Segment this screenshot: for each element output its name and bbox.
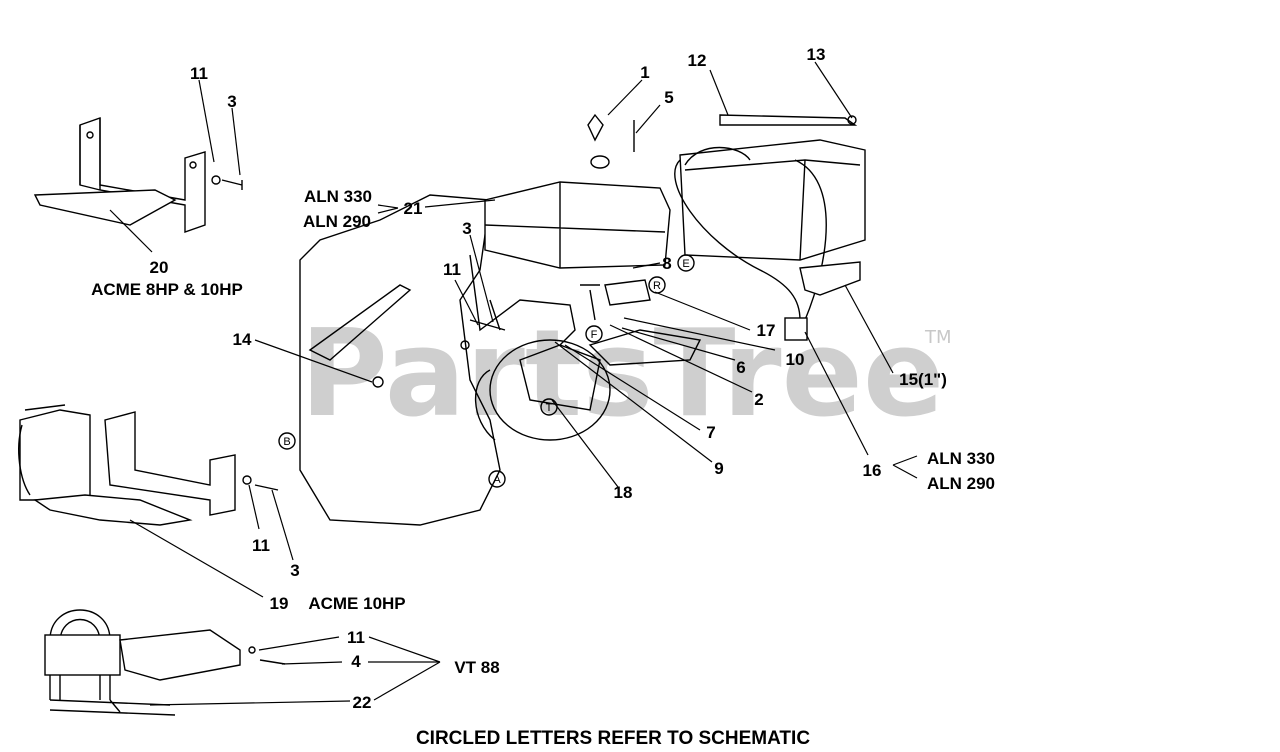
schematic-caption: CIRCLED LETTERS REFER TO SCHEMATIC: [416, 728, 810, 749]
engine-illustration: [299, 181, 702, 526]
callout-3-top: 3: [227, 92, 236, 111]
callout-11-top: 11: [190, 64, 208, 83]
callout-11-left: 11: [252, 536, 270, 555]
bracket-part-19-illustration: [18, 404, 279, 526]
note-vt88: VT 88: [454, 658, 499, 677]
svg-text:B: B: [283, 436, 290, 448]
callout-5: 5: [664, 88, 673, 107]
note-acme-8-10hp: ACME 8HP & 10HP: [91, 280, 243, 299]
callout-18: 18: [614, 483, 633, 502]
schematic-letter-E: E: [677, 254, 695, 272]
callout-10: 10: [786, 350, 805, 369]
note-acme-10hp: ACME 10HP: [308, 594, 405, 613]
note-aln330-top: ALN 330: [304, 187, 372, 206]
svg-text:R: R: [653, 280, 661, 292]
svg-text:T: T: [546, 402, 553, 414]
callout-7: 7: [706, 423, 715, 442]
callout-11-bottom: 11: [347, 628, 365, 647]
callout-19: 19: [270, 594, 289, 613]
callout-3-center: 3: [462, 219, 471, 238]
callout-1: 1: [640, 63, 649, 82]
callout-6: 6: [736, 358, 745, 377]
callout-8: 8: [662, 254, 671, 273]
callout-22: 22: [353, 693, 372, 712]
trademark: TM: [924, 327, 952, 348]
leader-lines: [109, 61, 918, 706]
svg-text:E: E: [682, 258, 689, 270]
callout-4: 4: [351, 652, 361, 671]
note-aln290-top: ALN 290: [303, 212, 371, 231]
frame-part-22-illustration: [44, 609, 286, 716]
callout-16: 16: [863, 461, 882, 480]
callout-20: 20: [150, 258, 169, 277]
svg-text:A: A: [493, 474, 501, 486]
callout-15: 15(1"): [899, 370, 947, 389]
callout-17: 17: [757, 321, 776, 340]
schematic-letter-A: A: [488, 470, 506, 488]
note-aln290-bottom: ALN 290: [927, 474, 995, 493]
bracket-part-20-illustration: [33, 117, 243, 233]
svg-text:F: F: [591, 329, 598, 341]
callout-2: 2: [754, 390, 763, 409]
note-aln330-bottom: ALN 330: [927, 449, 995, 468]
schematic-letter-F: F: [585, 325, 603, 343]
callout-21: 21: [404, 199, 423, 218]
callout-14: 14: [233, 330, 252, 349]
callout-9: 9: [714, 459, 723, 478]
watermark: PartsTree: [300, 305, 944, 444]
callout-3-left: 3: [290, 561, 299, 580]
callout-11-center: 11: [443, 260, 461, 279]
schematic-letter-B: B: [278, 432, 296, 450]
callout-12: 12: [688, 51, 707, 70]
callout-13: 13: [807, 45, 826, 64]
schematic-letter-R: R: [648, 276, 666, 294]
